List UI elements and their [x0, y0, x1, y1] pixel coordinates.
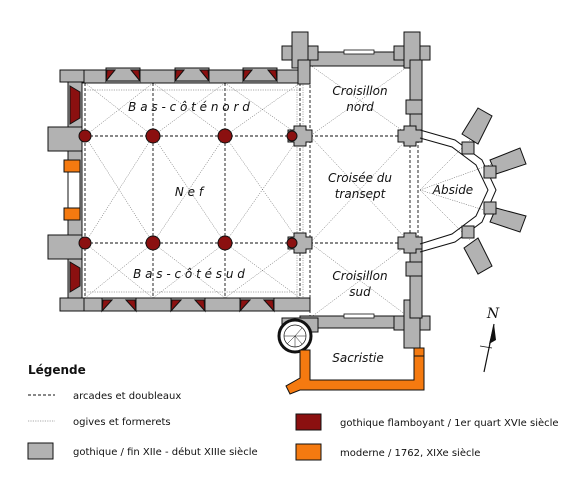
legend-ogives-label: ogives et formerets — [73, 417, 171, 428]
label-bas-cote-nord: B a s - c ô t é n o r d — [128, 100, 250, 114]
legend-gothique-early-swatch — [27, 442, 54, 460]
compass-north-label: N — [486, 306, 500, 322]
label-croisillon-nord-line1: Croisillon — [332, 84, 387, 98]
legend-gothique-early-label: gothique / fin XIIe - début XIIIe siècle — [73, 446, 258, 458]
label-croisee-line1: Croisée du — [328, 171, 392, 185]
label-croisillon-sud-line1: Croisillon — [332, 269, 387, 283]
north-arrow: N — [479, 306, 500, 373]
room-labels: B a s - c ô t é n o r d N e f B a s - c … — [128, 84, 473, 365]
label-croisee-line2: transept — [335, 187, 387, 201]
label-croisillon-nord-line2: nord — [346, 100, 374, 114]
label-sacristie: Sacristie — [332, 351, 384, 365]
label-bas-cote-sud: B a s - c ô t é s u d — [133, 267, 245, 281]
legend-arcades-label: arcades et doubleaux — [73, 391, 181, 402]
legend: Légende arcades et doubleaux ogives et f… — [27, 363, 559, 461]
label-abside: Abside — [432, 183, 473, 197]
rib-vaults — [84, 64, 501, 319]
legend-moderne-label: moderne / 1762, XIXe siècle — [340, 447, 480, 459]
label-nef: N e f — [175, 185, 205, 199]
legend-gothique-flamboyant-swatch — [295, 413, 322, 431]
apse-walls — [419, 107, 527, 275]
legend-gothique-flamboyant-label: gothique flamboyant / 1er quart XVIe siè… — [340, 417, 559, 429]
legend-moderne-swatch — [295, 443, 322, 461]
transept-walls — [281, 31, 431, 349]
label-croisillon-sud-line2: sud — [349, 285, 371, 299]
legend-title: Légende — [28, 363, 86, 377]
nave-walls — [47, 67, 311, 313]
sacristy — [277, 318, 425, 395]
nave-pillars — [78, 125, 313, 254]
compass-arrowhead-icon — [489, 324, 496, 344]
